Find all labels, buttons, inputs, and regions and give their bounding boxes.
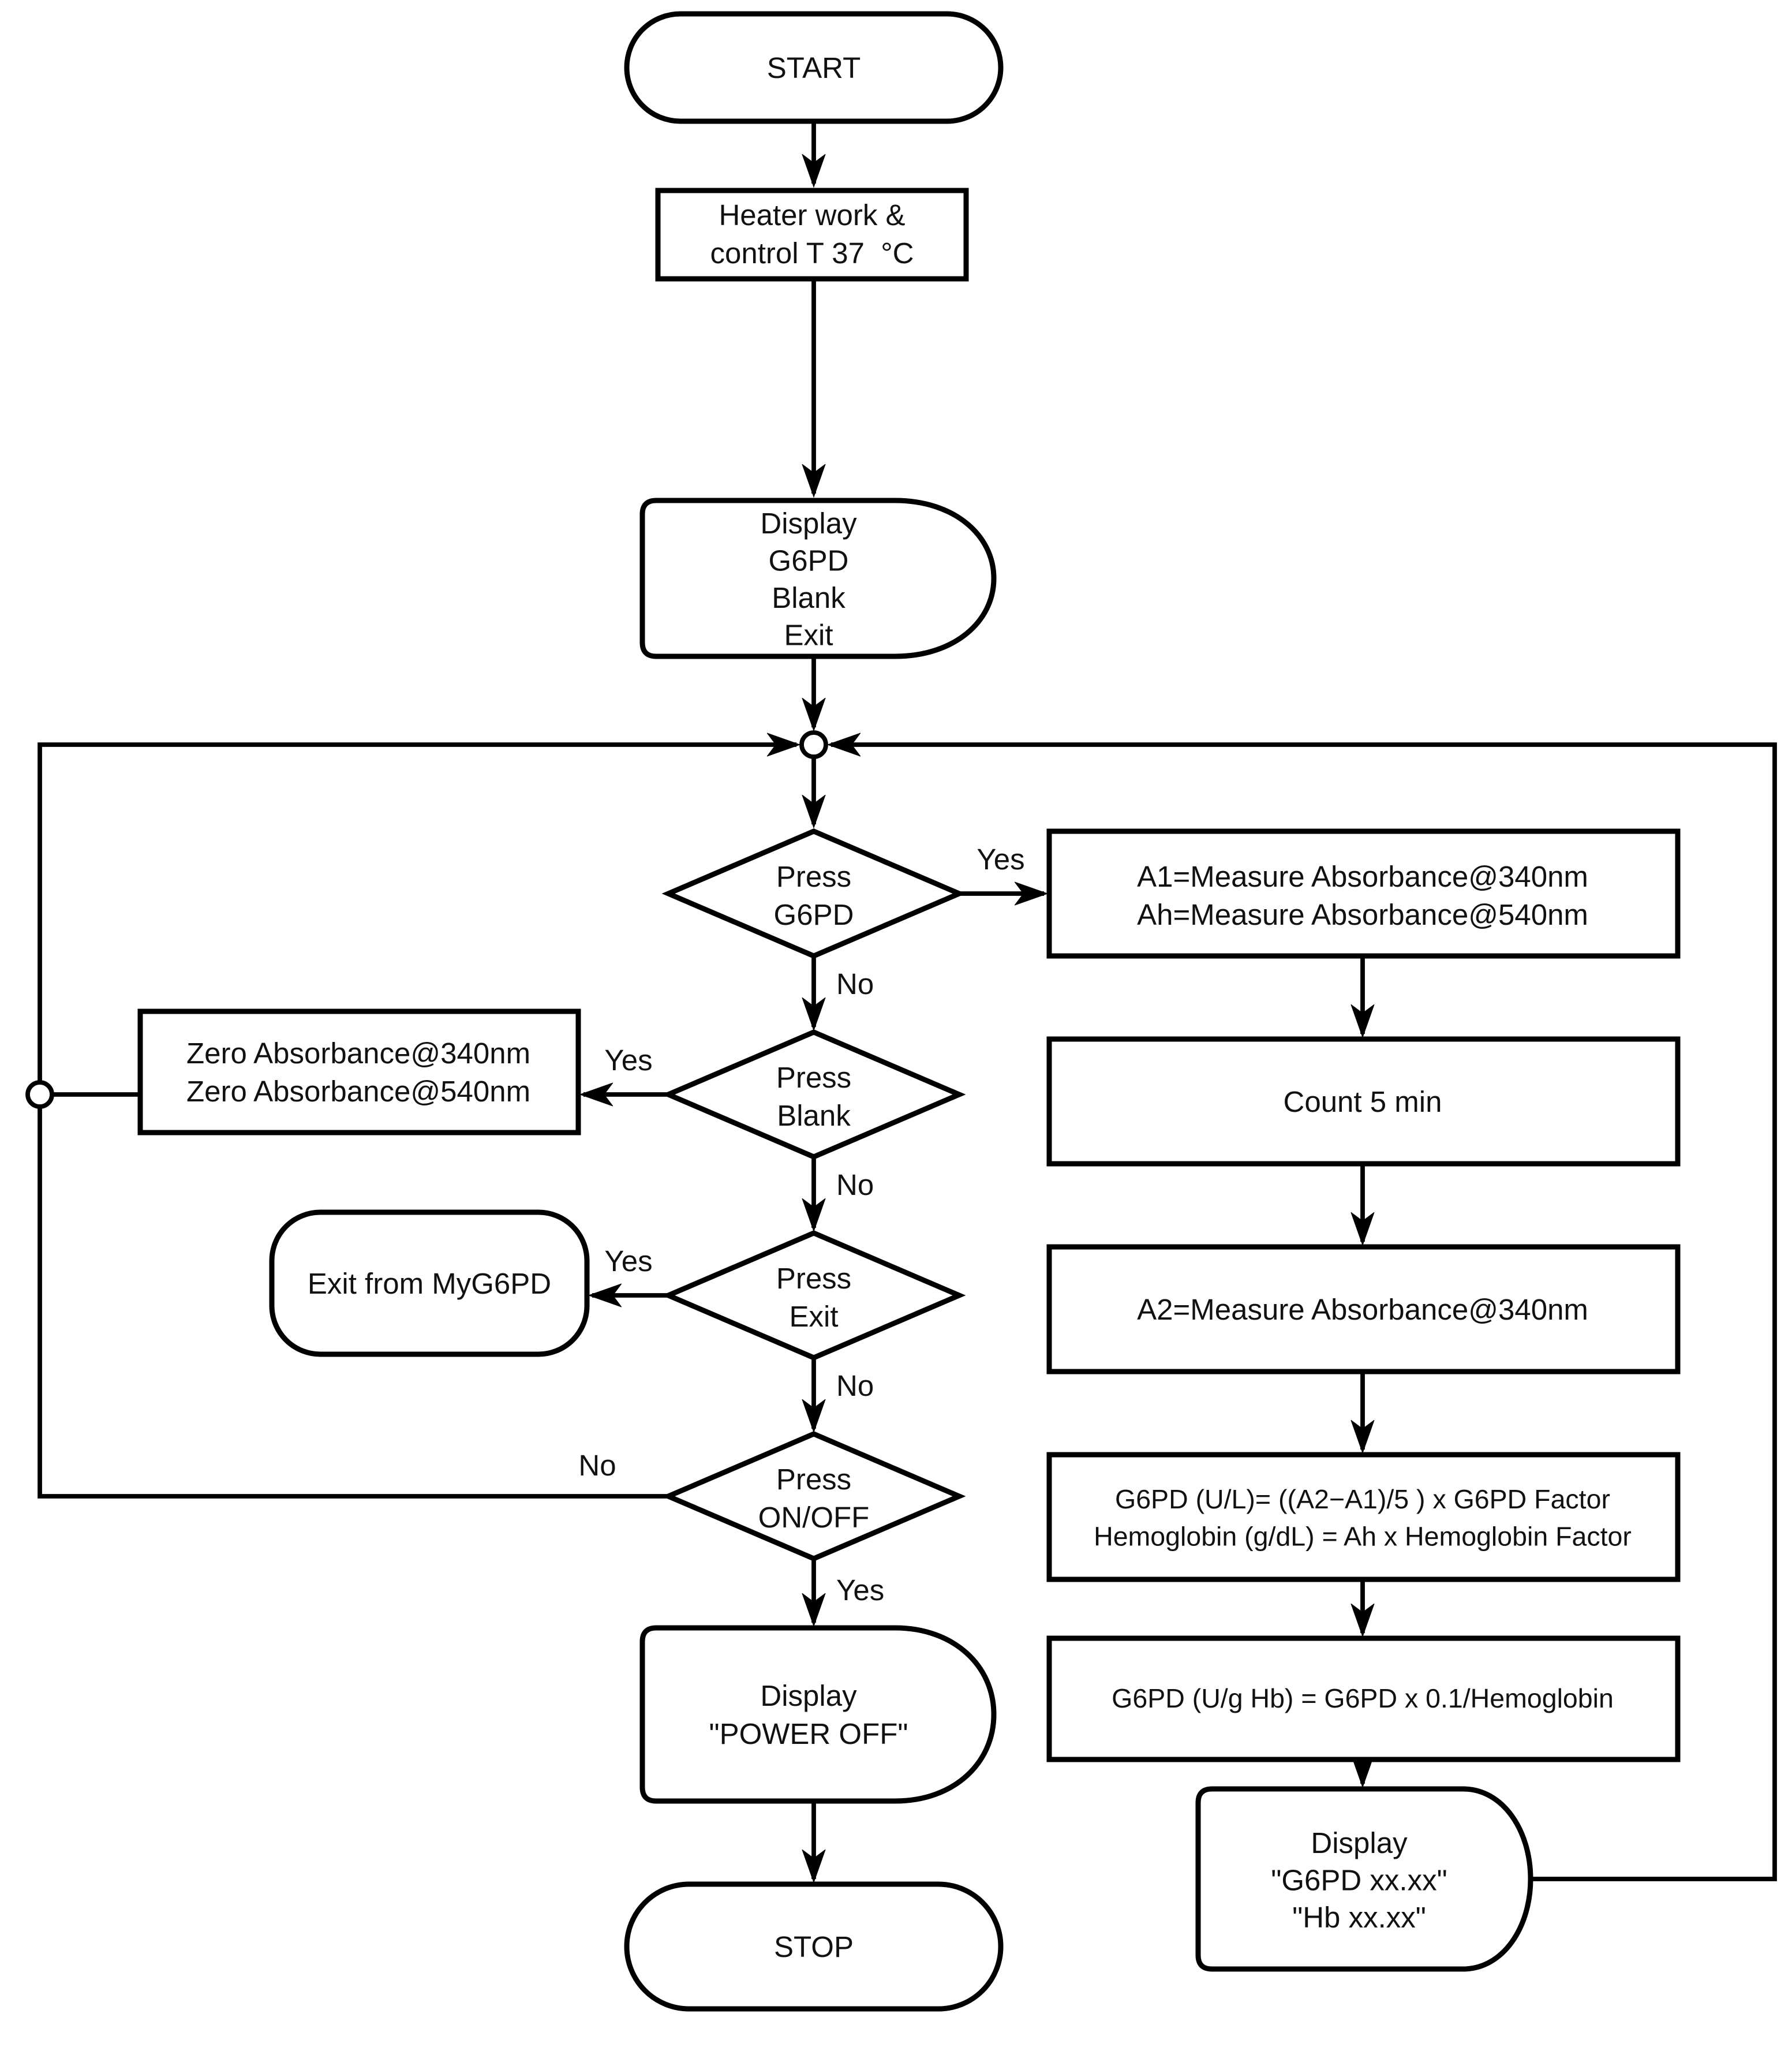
node-measure-a1: A1=Measure Absorbance@340nm Ah=Measure A… xyxy=(1046,828,1681,959)
node-press-g6pd: Press G6PD xyxy=(661,828,966,959)
node-press-exit: Press Exit xyxy=(661,1230,966,1361)
measure-a2-process-box xyxy=(1046,1244,1681,1374)
press-blank-line-1: Press xyxy=(776,1061,851,1094)
left-junction-connector xyxy=(25,1080,54,1109)
display-menu-line-2: G6PD xyxy=(769,544,849,577)
press-onoff-decision xyxy=(661,1431,966,1561)
label-press-onoff-yes: Yes xyxy=(836,1574,884,1607)
label-press-blank-no: No xyxy=(836,1168,874,1201)
node-measure-a2: A2=Measure Absorbance@340nm xyxy=(1046,1244,1681,1374)
display-power-off-shape xyxy=(639,1625,997,1804)
label-press-exit-yes: Yes xyxy=(604,1245,652,1277)
label-press-blank-yes: Yes xyxy=(604,1044,652,1077)
display-results-line-2: "G6PD xx.xx" xyxy=(1271,1864,1447,1897)
press-g6pd-decision xyxy=(661,828,966,959)
heater-process-box xyxy=(655,188,969,282)
node-display-menu: Display G6PD Blank Exit xyxy=(639,498,997,659)
compute-g6pd-hb-process-box xyxy=(1046,1635,1681,1762)
exit-myg6pd-terminator xyxy=(269,1209,590,1357)
node-compute-factors: G6PD (U/L)= ((A2−A1)/5 ) x G6PD Factor H… xyxy=(1046,1452,1681,1582)
heater-line-2: control T 37 °C xyxy=(710,237,914,270)
node-stop: STOP xyxy=(624,1881,1004,2012)
node-press-onoff: Press ON/OFF xyxy=(661,1431,966,1561)
display-menu-line-3: Blank xyxy=(772,581,846,614)
press-blank-line-2: Blank xyxy=(777,1099,851,1132)
label-press-g6pd-no: No xyxy=(836,967,874,1000)
node-count-5min: Count 5 min xyxy=(1046,1036,1681,1167)
display-menu-line-4: Exit xyxy=(784,619,833,652)
display-results-line-1: Display xyxy=(1311,1826,1408,1859)
start-label: START xyxy=(767,51,861,84)
node-press-blank: Press Blank xyxy=(661,1029,966,1160)
press-exit-decision xyxy=(661,1230,966,1361)
press-blank-decision xyxy=(661,1029,966,1160)
count-5min-label: Count 5 min xyxy=(1284,1085,1442,1118)
edge-results-return-to-junction xyxy=(831,745,1777,1881)
measure-a1-line-2: Ah=Measure Absorbance@540nm xyxy=(1137,898,1588,931)
display-results-shape xyxy=(1195,1786,1533,1972)
press-exit-line-1: Press xyxy=(776,1262,851,1295)
label-press-g6pd-yes: Yes xyxy=(977,843,1024,876)
node-display-results: Display "G6PD xx.xx" "Hb xx.xx" xyxy=(1195,1786,1533,1972)
press-g6pd-line-1: Press xyxy=(776,860,851,893)
heater-line-1: Heater work & xyxy=(719,199,905,231)
press-g6pd-line-2: G6PD xyxy=(774,898,854,931)
label-press-exit-no: No xyxy=(836,1369,874,1402)
display-power-off-line-2: "POWER OFF" xyxy=(709,1717,908,1750)
stop-terminator xyxy=(624,1881,1004,2012)
zero-absorbance-line-1: Zero Absorbance@340nm xyxy=(186,1037,530,1070)
display-power-off-line-1: Display xyxy=(760,1679,857,1712)
edge-onoff-no-loop-to-junction xyxy=(38,745,796,1499)
zero-absorbance-line-2: Zero Absorbance@540nm xyxy=(186,1075,530,1108)
node-display-power-off: Display "POWER OFF" xyxy=(639,1625,997,1804)
press-onoff-line-1: Press xyxy=(776,1463,851,1496)
node-heater: Heater work & control T 37 °C xyxy=(655,188,969,282)
compute-factors-line-1: G6PD (U/L)= ((A2−A1)/5 ) x G6PD Factor xyxy=(1115,1484,1610,1514)
node-zero-absorbance: Zero Absorbance@340nm Zero Absorbance@54… xyxy=(137,1008,581,1135)
stop-label: STOP xyxy=(774,1930,854,1963)
press-exit-line-2: Exit xyxy=(789,1300,838,1333)
start-terminator xyxy=(624,11,1004,124)
measure-a1-line-1: A1=Measure Absorbance@340nm xyxy=(1137,860,1588,893)
measure-a2-label: A2=Measure Absorbance@340nm xyxy=(1137,1293,1588,1326)
display-menu-shape xyxy=(639,498,997,659)
compute-factors-process-box xyxy=(1046,1452,1681,1582)
loop-junction-connector xyxy=(799,730,828,759)
zero-absorbance-process-box xyxy=(137,1008,581,1135)
press-onoff-line-2: ON/OFF xyxy=(758,1501,870,1534)
exit-myg6pd-label: Exit from MyG6PD xyxy=(308,1267,551,1300)
node-exit-myg6pd: Exit from MyG6PD xyxy=(269,1209,590,1357)
compute-factors-line-2: Hemoglobin (g/dL) = Ah x Hemoglobin Fact… xyxy=(1094,1522,1632,1552)
compute-g6pd-hb-label: G6PD (U/g Hb) = G6PD x 0.1/Hemoglobin xyxy=(1112,1683,1614,1713)
count-5min-process-box xyxy=(1046,1036,1681,1167)
display-menu-line-1: Display xyxy=(760,507,857,540)
node-compute-g6pd-hb: G6PD (U/g Hb) = G6PD x 0.1/Hemoglobin xyxy=(1046,1635,1681,1762)
node-start: START xyxy=(624,11,1004,124)
label-press-onoff-no: No xyxy=(578,1449,616,1482)
measure-a1-process-box xyxy=(1046,828,1681,959)
display-results-line-3: "Hb xx.xx" xyxy=(1292,1901,1426,1934)
